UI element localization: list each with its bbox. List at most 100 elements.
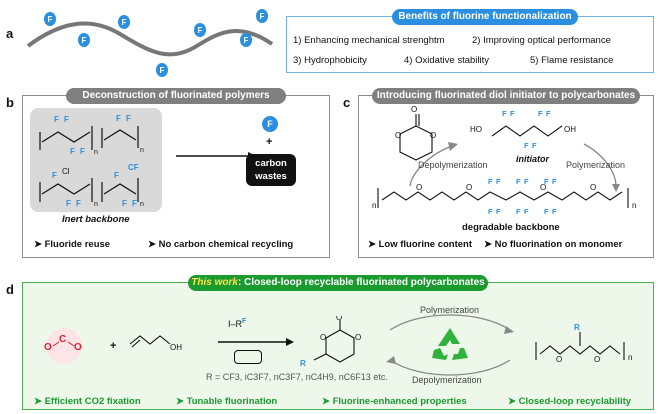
svg-text:O: O [320,333,326,342]
svg-text:n: n [94,149,98,156]
svg-text:O: O [594,355,600,364]
svg-text:R: R [574,323,580,332]
svg-text:O: O [466,183,472,192]
svg-text:F: F [524,177,529,186]
svg-text:F: F [510,109,515,118]
svg-text:F: F [516,177,521,186]
rf-definition-rest: = CF3, iC3F7, nC3F7, nC4H9, nC6F13 etc. [212,372,388,382]
inert-backbone-label: Inert backbone [62,214,130,225]
panel-d-polymerization: Polymerization [420,305,480,315]
this-work-label: This work [191,277,238,288]
iodide-reagent: I–RF [228,318,247,329]
light-source-icon [234,350,262,364]
f-drop-icon [156,63,168,77]
panel-b-title: Deconstruction of fluorinated polymers [66,88,286,104]
svg-text:F: F [552,177,557,186]
degradable-backbone-label: degradable backbone [462,222,560,233]
svg-text:F: F [160,66,165,75]
inert-backbone-box [30,108,162,212]
panel-c-depolymerization: Depolymerization [418,160,488,170]
recycle-loop-arrows [386,314,514,376]
svg-text:F: F [114,171,119,180]
svg-text:O: O [336,316,342,322]
svg-text:F: F [260,12,265,21]
svg-text:F: F [54,115,59,124]
svg-text:n: n [94,201,98,208]
benefit-3: 3) Hydrophobicity [293,55,367,66]
svg-text:R: R [300,359,306,368]
svg-text:F: F [64,115,69,124]
benefits-title: Benefits of fluorine functionalization [392,9,578,25]
panel-d-plus: + [110,340,117,352]
svg-text:F: F [126,114,131,123]
svg-text:F: F [552,207,557,216]
svg-text:F: F [544,177,549,186]
co2-molecule-icon: OCO [44,328,82,364]
f-drop-icon [194,23,206,37]
panel-d-note-1: ➤ Efficient CO2 fixation [34,396,141,407]
iodide-reagent-text: I–R [228,319,243,329]
plus-sign: + [266,136,273,148]
svg-text:F: F [488,177,493,186]
svg-text:n: n [632,201,636,210]
svg-text:F: F [524,141,529,150]
panel-b-letter: b [6,95,14,110]
benefit-5: 5) Flame resistance [530,55,614,66]
svg-text:F: F [122,18,127,27]
recycle-icon [432,328,468,360]
svg-text:F: F [70,147,75,156]
panel-c-polymerization: Polymerization [566,160,626,170]
svg-text:O: O [556,355,562,364]
svg-text:O: O [44,342,52,353]
svg-text:n: n [372,201,376,210]
carbon-wastes-line-2: wastes [255,171,287,182]
svg-text:OH: OH [564,125,576,134]
svg-text:n: n [140,147,144,154]
butenol-structure: OH [129,335,182,352]
f-drop-icon [78,33,90,47]
svg-text:F: F [76,199,81,208]
panel-c-note-1: ➤ Low fluorine content [368,239,473,250]
svg-text:O: O [590,183,596,192]
svg-text:F: F [538,109,543,118]
initiator-label: initiator [516,154,549,164]
svg-text:Cl: Cl [62,167,70,176]
panel-b-note-2: ➤ No carbon chemical recycling [148,239,294,250]
svg-text:F: F [544,207,549,216]
svg-text:C: C [59,334,66,345]
panel-b-note-1: ➤ Fluoride reuse [34,239,111,250]
svg-text:F: F [524,207,529,216]
svg-text:OH: OH [170,343,182,352]
svg-text:F: F [82,36,87,45]
f-drop-icon [44,12,56,26]
f-drop-icon [118,15,130,29]
svg-text:F: F [132,199,137,208]
svg-text:HO: HO [470,125,482,134]
svg-text:F: F [496,177,501,186]
panel-d-title: This work: Closed-loop recyclable fluori… [188,275,488,291]
panel-d-title-rest: : Closed-loop recyclable fluorinated pol… [237,277,485,288]
svg-text:n: n [628,353,632,362]
carbon-wastes-badge: carbon wastes [246,154,296,186]
svg-text:F: F [516,207,521,216]
svg-text:O: O [430,131,436,140]
panel-c-note-2: ➤ No fluorination on monomer [484,239,623,250]
panel-d-depolymerization: Depolymerization [412,375,482,385]
panel-d-letter: d [6,282,14,297]
panel-d-forward-arrow [218,338,294,346]
svg-text:F: F [532,141,537,150]
svg-text:F: F [48,15,53,24]
svg-text:F: F [496,207,501,216]
panel-d-note-3: ➤ Fluorine-enhanced properties [322,396,467,407]
svg-text:O: O [411,105,417,114]
svg-text:F: F [116,114,121,123]
benefit-1: 1) Enhancing mechanical strenghtm [293,35,445,46]
fluoride-icon: F [262,116,278,132]
reaction-arrow [176,152,256,160]
benefit-2: 2) Improving optical performance [472,35,611,46]
svg-text:F: F [80,147,85,156]
